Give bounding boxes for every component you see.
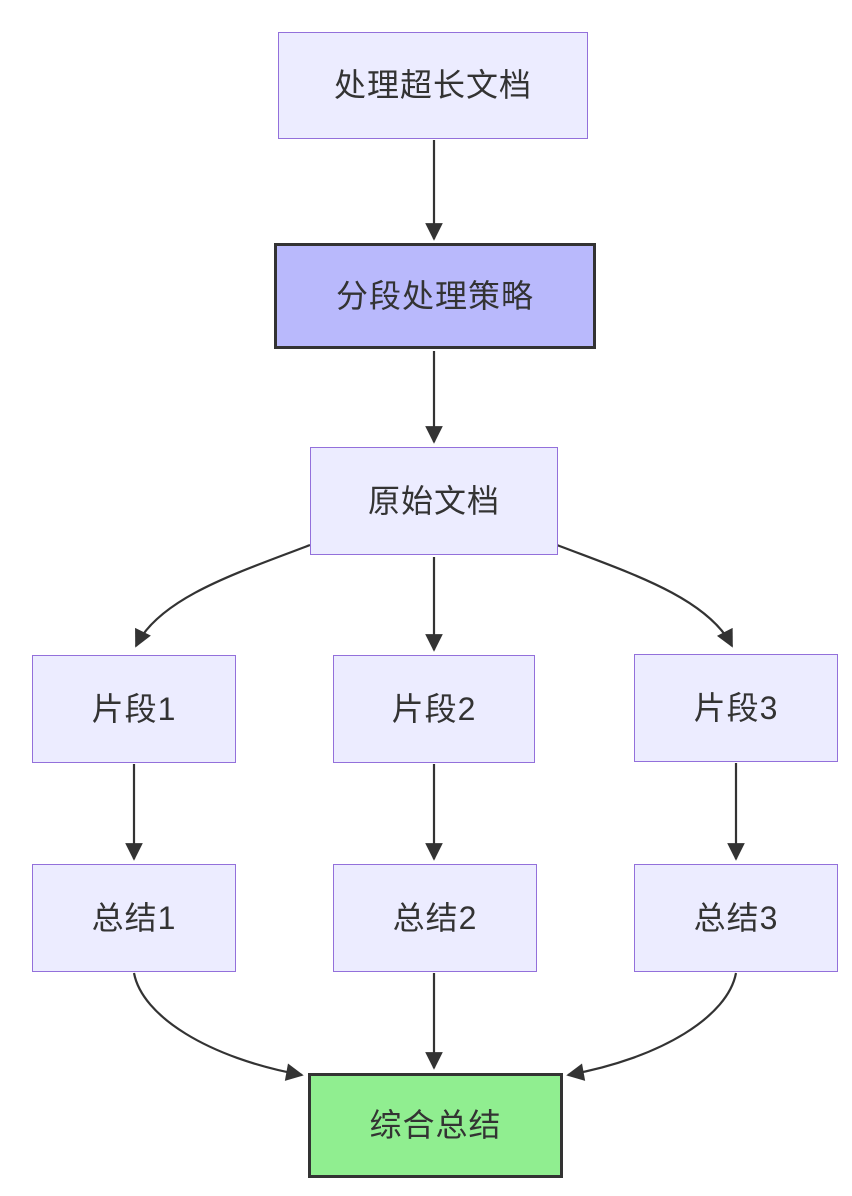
node-chunk-1: 片段1 <box>32 655 236 763</box>
node-chunk-3: 片段3 <box>634 654 838 762</box>
node-summary-1: 总结1 <box>32 864 236 972</box>
edge-summary1-final <box>132 972 304 1081</box>
node-summary-3: 总结3 <box>634 864 838 972</box>
node-summary-2: 总结2 <box>333 864 537 972</box>
edge-summary3-final <box>566 972 738 1081</box>
node-doc: 原始文档 <box>310 447 558 555</box>
edge-doc-chunk1 <box>135 543 311 648</box>
node-final: 综合总结 <box>308 1073 563 1178</box>
node-chunk-2: 片段2 <box>333 655 535 763</box>
node-strategy: 分段处理策略 <box>274 243 596 349</box>
node-input: 处理超长文档 <box>278 32 588 139</box>
edge-doc-chunk3 <box>556 543 733 648</box>
